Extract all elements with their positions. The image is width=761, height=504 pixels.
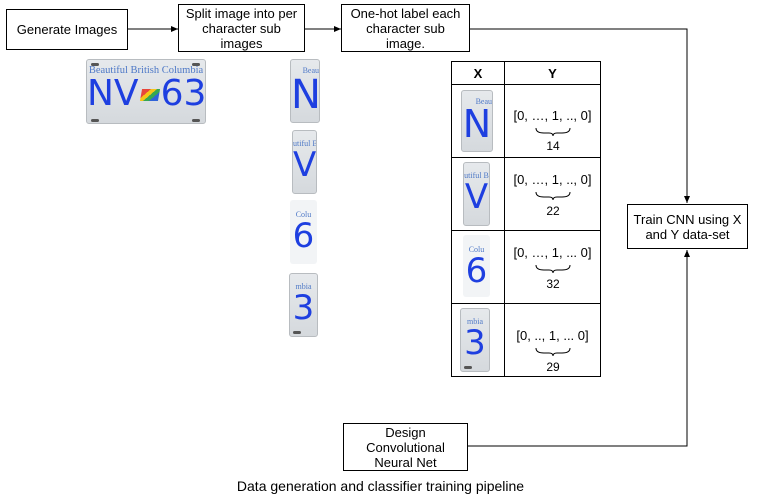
- char-image-header: utiful B: [464, 171, 489, 180]
- xy-dataset-table: X Y Beau N [0, …, 1, .., 0] 14 utiful B …: [451, 61, 601, 377]
- table-row: mbia 3 [0, .., 1, ... 0] 29: [451, 303, 601, 377]
- char-image-glyph: 6: [292, 216, 315, 256]
- brace-icon: [535, 127, 571, 137]
- char-image-3: mbia 3: [289, 273, 318, 337]
- train-cnn-label: Train CNN using X and Y data-set: [633, 211, 742, 242]
- char-image-glyph: V: [293, 145, 317, 185]
- one-hot-vector: [0, .., 1, ... 0]: [516, 328, 589, 343]
- generate-images-box: Generate Images: [6, 9, 128, 50]
- y-cell: [0, …, 1, ... 0] 32: [504, 230, 601, 304]
- char-image-v: utiful B V: [292, 130, 317, 194]
- one-hot-index: 29: [546, 360, 560, 374]
- char-image-glyph: 3: [292, 288, 315, 328]
- one-hot-index: 32: [546, 277, 560, 291]
- one-hot-index: 22: [546, 204, 560, 218]
- plate-bolt-icon: [293, 331, 301, 334]
- table-row: utiful B V [0, …, 1, .., 0] 22: [451, 157, 601, 231]
- arrow-design-to-train: [468, 250, 690, 447]
- x-cell: utiful B V: [451, 157, 505, 231]
- plate-bolt-icon: [192, 63, 200, 66]
- plate-header-text: Beautiful British Columbia: [88, 65, 204, 76]
- generate-images-label: Generate Images: [16, 22, 118, 37]
- table-row: Colu 6 [0, …, 1, ... 0] 32: [451, 230, 601, 304]
- flag-icon: [139, 89, 160, 101]
- table-row: Beau N [0, …, 1, .., 0] 14: [451, 84, 601, 158]
- plate-left-chars: NV: [87, 73, 139, 114]
- one-hot-vector: [0, …, 1, .., 0]: [513, 172, 592, 187]
- char-image-6: Colu 6: [290, 200, 317, 264]
- y-cell: [0, …, 1, .., 0] 22: [504, 157, 601, 231]
- plate-right-chars: 63: [160, 73, 206, 114]
- brace-icon: [535, 347, 571, 357]
- plate-bolt-icon: [192, 119, 200, 122]
- one-hot-label-text: One-hot label each character sub image.: [350, 5, 461, 51]
- plate-bolt-icon: [91, 119, 99, 122]
- x-cell: Colu 6: [451, 230, 505, 304]
- column-header-y: Y: [504, 61, 601, 85]
- one-hot-vector: [0, …, 1, .., 0]: [513, 108, 592, 123]
- design-cnn-label: Design Convolutional Neural Net: [366, 424, 445, 470]
- char-image-header: Colu: [295, 210, 312, 219]
- char-image-glyph: N: [462, 102, 492, 146]
- one-hot-label-box: One-hot label each character sub image.: [341, 4, 470, 52]
- char-image-glyph: V: [464, 177, 489, 217]
- plate-bolt-icon: [91, 63, 99, 66]
- x-char-image: Colu 6: [463, 235, 490, 297]
- char-image-header: mbia: [467, 317, 483, 326]
- x-char-image: Beau N: [461, 90, 493, 152]
- x-char-image: mbia 3: [460, 308, 490, 372]
- x-char-image: utiful B V: [463, 162, 490, 226]
- one-hot-vector: [0, …, 1, ... 0]: [513, 245, 592, 260]
- one-hot-index: 14: [546, 139, 560, 153]
- y-cell: [0, …, 1, .., 0] 14: [504, 84, 601, 158]
- char-image-glyph: N: [291, 72, 320, 118]
- plate-bolt-icon: [464, 366, 472, 369]
- char-image-header: mbia: [295, 282, 312, 291]
- char-image-glyph: 3: [464, 323, 486, 363]
- char-image-header: Beau: [302, 66, 319, 75]
- x-cell: Beau N: [451, 84, 505, 158]
- brace-icon: [535, 191, 571, 201]
- char-image-n: Beau N: [290, 59, 320, 123]
- train-cnn-box: Train CNN using X and Y data-set: [627, 204, 748, 249]
- license-plate-image: Beautiful British Columbia NV 63: [86, 59, 206, 124]
- plate-characters: NV 63: [87, 74, 205, 114]
- arrow-onehot-to-train: [470, 28, 690, 203]
- char-image-glyph: 6: [465, 251, 488, 291]
- brace-icon: [535, 264, 571, 274]
- design-cnn-box: Design Convolutional Neural Net: [343, 423, 468, 471]
- column-header-x: X: [451, 61, 505, 85]
- x-cell: mbia 3: [451, 303, 505, 377]
- char-image-header: Colu: [468, 245, 485, 254]
- figure-caption: Data generation and classifier training …: [236, 478, 525, 494]
- char-image-header: utiful B: [293, 139, 317, 148]
- y-cell: [0, .., 1, ... 0] 29: [504, 303, 601, 377]
- char-image-header: Beau: [475, 97, 492, 106]
- split-image-box: Split image into per character sub image…: [178, 4, 305, 52]
- split-image-label: Split image into per character sub image…: [185, 5, 298, 51]
